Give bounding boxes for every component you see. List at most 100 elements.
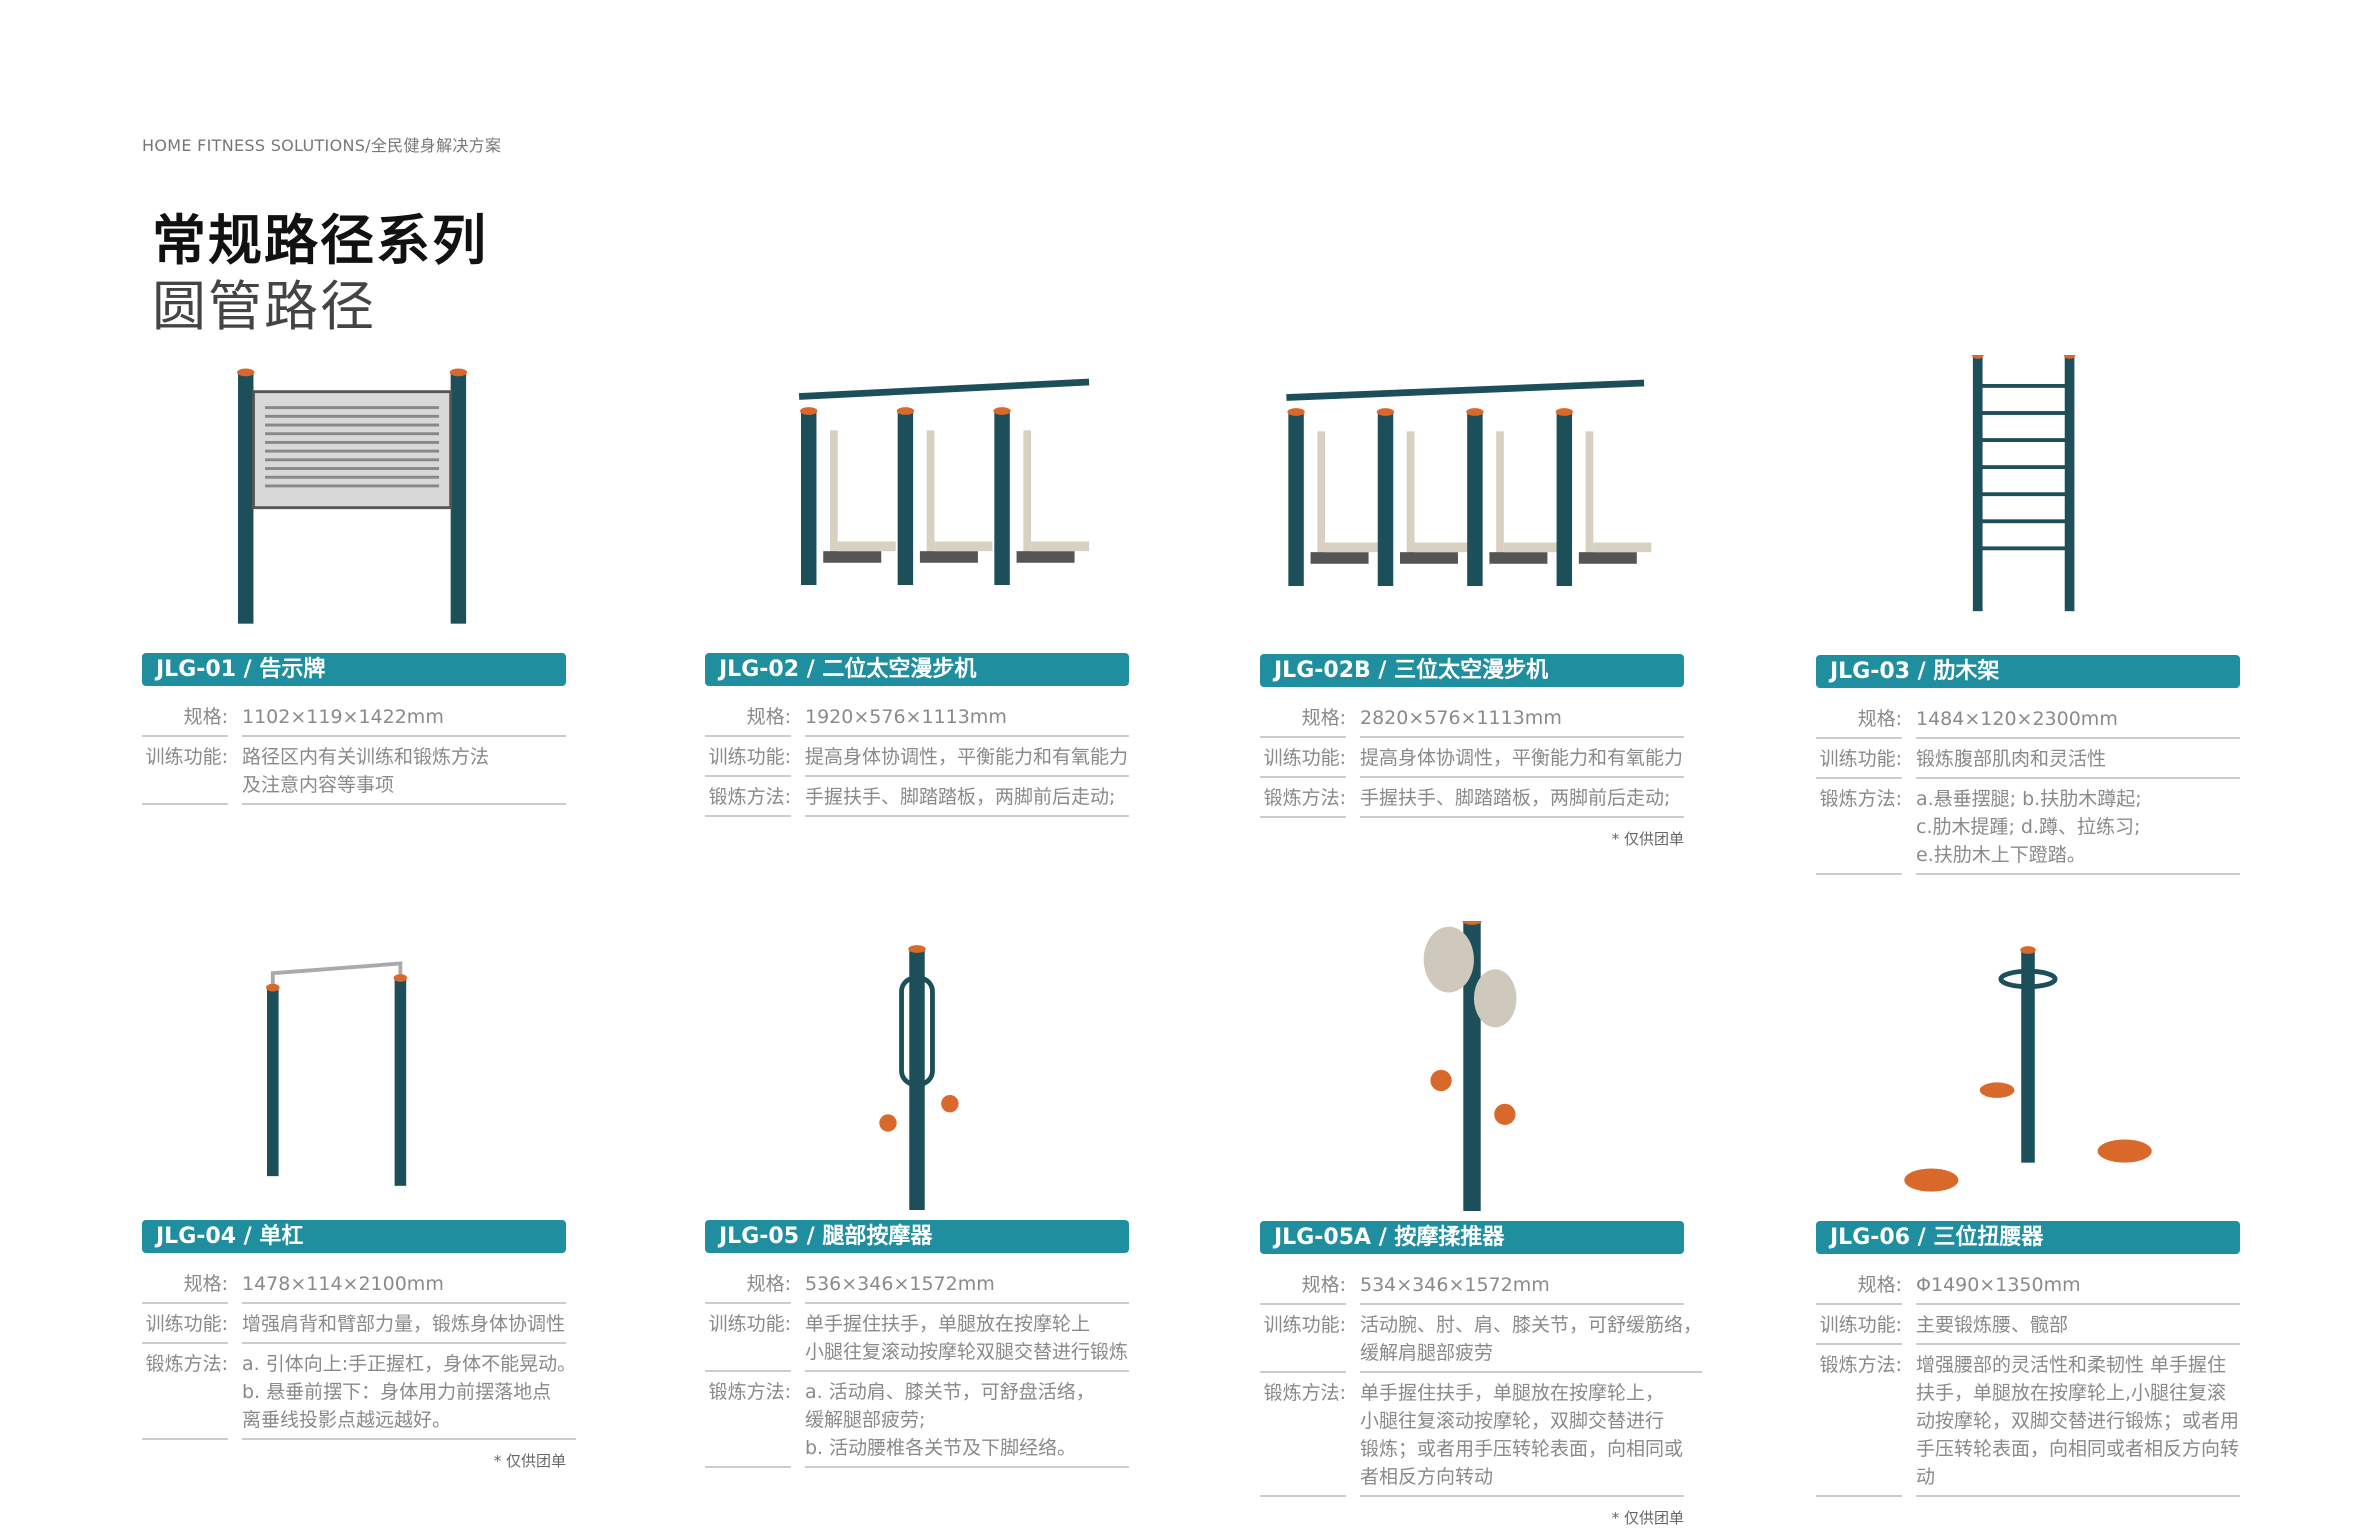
spec-label: 规格: [142, 697, 228, 737]
product-title: JLG-02 / 二位太空漫步机 [705, 653, 1129, 686]
spec-line: 手压转轮表面，向相同或者相反方向转 [1916, 1438, 2240, 1460]
spec-label: 训练功能: [1260, 738, 1346, 778]
spec-value: 单手握住扶手，单腿放在按摩轮上小腿往复滚动按摩轮双腿交替进行锻炼 [805, 1304, 1129, 1372]
spec-label: 规格: [1260, 1265, 1346, 1305]
spec-line: a. 活动肩、膝关节，可舒盘活络， [805, 1381, 1095, 1403]
spec-line: 536×346×1572mm [805, 1273, 995, 1295]
spec-label: 规格: [142, 1264, 228, 1304]
spec-label: 训练功能: [705, 737, 791, 777]
spec-line: 动 [1916, 1466, 1936, 1488]
spec-line: 路径区内有关训练和锻炼方法 [242, 746, 490, 768]
spec-line: 1478×114×2100mm [242, 1273, 444, 1295]
product-title: JLG-06 / 三位扭腰器 [1816, 1221, 2240, 1254]
page-subtitle: 圆管路径 [152, 275, 376, 338]
spec-label: 训练功能: [1260, 1305, 1346, 1373]
spec-value: 单手握住扶手，单腿放在按摩轮上，小腿往复滚动按摩轮，双脚交替进行锻炼；或者用手压… [1360, 1373, 1684, 1497]
spec-label: 锻炼方法: [1816, 1345, 1902, 1497]
spec-label: 训练功能: [1816, 739, 1902, 779]
spec-value: 提高身体协调性，平衡能力和有氧能力 [805, 737, 1129, 777]
spec-value: Φ1490×1350mm [1916, 1265, 2240, 1305]
spec-label: 锻炼方法: [705, 1372, 791, 1468]
spec-label: 规格: [705, 1264, 791, 1304]
spec-table: 规格: 1102×119×1422mm 训练功能: 路径区内有关训练和锻炼方法及注意内… [142, 697, 566, 805]
group-order-note: * 仅供团单 [493, 1452, 566, 1470]
wall-bars-icon [1971, 355, 2076, 612]
spec-label: 规格: [705, 697, 791, 737]
spec-line: 缓解肩腿部疲劳 [1360, 1342, 1494, 1364]
breadcrumb: HOME FITNESS SOLUTIONS/全民健身解决方案 [142, 136, 502, 155]
spec-line: 者相反方向转动 [1360, 1466, 1494, 1488]
spec-row: 锻炼方法:单手握住扶手，单腿放在按摩轮上，小腿往复滚动按摩轮，双脚交替进行锻炼；… [1260, 1373, 1684, 1497]
spec-row: 规格: 1102×119×1422mm [142, 697, 566, 737]
spec-table: 规格: 534×346×1572mm 训练功能: 活动腕、肘、肩、膝关节，可舒缓筋络，… [1260, 1265, 1703, 1528]
spec-label: 训练功能: [142, 737, 228, 805]
massage-pusher-icon [1423, 921, 1517, 1211]
spec-row: 训练功能: 路径区内有关训练和锻炼方法及注意内容等事项 [142, 737, 566, 805]
spec-row: 锻炼方法:a. 活动肩、膝关节，可舒盘活络，缓解腿部疲劳;b. 活动腰椎各关节及… [705, 1372, 1129, 1468]
spec-line: 锻炼；或者用手压转轮表面，向相同或 [1360, 1438, 1684, 1460]
waist-twister-icon [1904, 946, 2152, 1192]
product-title: JLG-01 / 告示牌 [142, 653, 566, 686]
spec-line: 及注意内容等事项 [242, 774, 395, 796]
product-title: JLG-02B / 三位太空漫步机 [1260, 654, 1684, 687]
air-walker-2-icon [798, 378, 1090, 585]
pull-up-bar-icon [266, 961, 408, 1186]
spec-line: 提高身体协调性，平衡能力和有氧能力 [1360, 747, 1684, 769]
spec-line: e.扶肋木上下蹬踏。 [1916, 844, 2086, 866]
spec-value: 增强腰部的灵活性和柔韧性 单手握住扶手，单腿放在按摩轮上,小腿往复滚动按摩轮，双… [1916, 1345, 2240, 1497]
spec-line: 单手握住扶手，单腿放在按摩轮上 [805, 1313, 1091, 1335]
spec-row: 规格: Φ1490×1350mm [1816, 1265, 2240, 1305]
spec-label: 锻炼方法: [1816, 779, 1902, 875]
spec-line: c.肋木提踵; d.蹲、拉练习; [1916, 816, 2141, 838]
spec-line: 单手握住扶手，单腿放在按摩轮上， [1360, 1382, 1665, 1404]
spec-row: 规格: 1478×114×2100mm [142, 1264, 566, 1304]
spec-table: 规格: 2820×576×1113mm 训练功能: 提高身体协调性，平衡能力和有氧能力… [1260, 698, 1684, 849]
product-title: JLG-05 / 腿部按摩器 [705, 1220, 1129, 1253]
spec-row: 规格: 1484×120×2300mm [1816, 699, 2240, 739]
spec-value: 主要锻炼腰、髋部 [1916, 1305, 2240, 1345]
spec-row: 锻炼方法: 手握扶手、脚踏踏板，两脚前后走动; [705, 777, 1129, 817]
spec-line: a. 引体向上:手正握杠，身体不能晃动。 [242, 1353, 577, 1375]
spec-line: 主要锻炼腰、髋部 [1916, 1314, 2069, 1336]
spec-row: 规格: 536×346×1572mm [705, 1264, 1129, 1304]
spec-line: 增强腰部的灵活性和柔韧性 单手握住 [1916, 1354, 2227, 1376]
spec-line: 534×346×1572mm [1360, 1274, 1550, 1296]
spec-line: 动按摩轮，双脚交替进行锻炼；或者用 [1916, 1410, 2240, 1432]
spec-value: 534×346×1572mm [1360, 1265, 1684, 1305]
spec-line: b. 悬垂前摆下：身体用力前摆落地点 [242, 1381, 552, 1403]
spec-row: 训练功能:单手握住扶手，单腿放在按摩轮上小腿往复滚动按摩轮双腿交替进行锻炼 [705, 1304, 1129, 1372]
spec-row: 训练功能: 锻炼腹部肌肉和灵活性 [1816, 739, 2240, 779]
spec-line: 1920×576×1113mm [805, 706, 1007, 728]
spec-line: 扶手，单腿放在按摩轮上,小腿往复滚 [1916, 1382, 2227, 1404]
spec-label: 规格: [1816, 1265, 1902, 1305]
spec-line: 1102×119×1422mm [242, 706, 444, 728]
spec-value: 手握扶手、脚踏踏板，两脚前后走动; [1360, 778, 1684, 818]
spec-line: 手握扶手、脚踏踏板，两脚前后走动; [805, 786, 1116, 808]
spec-line: 小腿往复滚动按摩轮双腿交替进行锻炼 [805, 1341, 1129, 1363]
spec-table: 规格: 1920×576×1113mm 训练功能: 提高身体协调性，平衡能力和有氧能力… [705, 697, 1129, 817]
spec-row: 锻炼方法:a.悬垂摆腿; b.扶肋木蹲起;c.肋木提踵; d.蹲、拉练习;e.扶… [1816, 779, 2240, 875]
spec-value: 1484×120×2300mm [1916, 699, 2240, 739]
spec-label: 规格: [1260, 698, 1346, 738]
spec-label: 规格: [1816, 699, 1902, 739]
notice-board-icon [237, 368, 468, 624]
group-order-note: * 仅供团单 [1611, 1509, 1684, 1527]
spec-row: 训练功能: 提高身体协调性，平衡能力和有氧能力 [705, 737, 1129, 777]
spec-row: 锻炼方法:手握扶手、脚踏踏板，两脚前后走动; [1260, 778, 1684, 818]
spec-line: Φ1490×1350mm [1916, 1274, 2081, 1296]
spec-row: 锻炼方法:增强腰部的灵活性和柔韧性 单手握住扶手，单腿放在按摩轮上,小腿往复滚动… [1816, 1345, 2240, 1497]
spec-value: a. 引体向上:手正握杠，身体不能晃动。b. 悬垂前摆下：身体用力前摆落地点离垂… [242, 1344, 577, 1440]
spec-row: 训练功能:主要锻炼腰、髋部 [1816, 1305, 2240, 1345]
spec-label: 锻炼方法: [1260, 1373, 1346, 1497]
spec-value: 2820×576×1113mm [1360, 698, 1684, 738]
spec-label: 锻炼方法: [705, 777, 791, 817]
spec-line: 锻炼腹部肌肉和灵活性 [1916, 748, 2107, 770]
spec-line: 2820×576×1113mm [1360, 707, 1562, 729]
spec-line: 手握扶手、脚踏踏板，两脚前后走动; [1360, 787, 1671, 809]
spec-table: 规格: 1484×120×2300mm 训练功能: 锻炼腹部肌肉和灵活性锻炼方法:a.… [1816, 699, 2240, 875]
spec-row: 规格: 1920×576×1113mm [705, 697, 1129, 737]
spec-value: a. 活动肩、膝关节，可舒盘活络，缓解腿部疲劳;b. 活动腰椎各关节及下脚经络。 [805, 1372, 1129, 1468]
spec-line: 活动腕、肘、肩、膝关节，可舒缓筋络， [1360, 1314, 1703, 1336]
